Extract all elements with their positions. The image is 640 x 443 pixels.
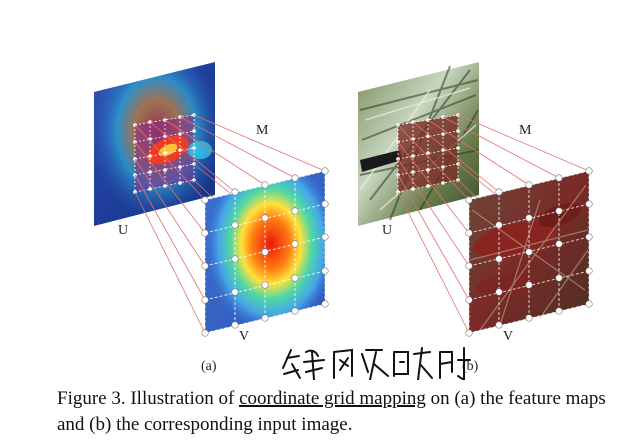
panel-b: M U V (b)	[358, 62, 593, 374]
input-image-v	[465, 167, 593, 337]
figure-canvas: M U V (a)	[94, 62, 593, 380]
handwritten-note	[282, 347, 471, 380]
label-v-a: V	[239, 329, 249, 344]
caption-highlight: coordinate grid mapping	[239, 388, 426, 409]
label-u-a: U	[118, 223, 128, 238]
feature-map-u	[94, 62, 215, 226]
label-m-b: M	[519, 123, 532, 138]
caption-suffix: on (a) the feature maps and (b) the corr…	[57, 388, 606, 435]
input-image-u	[358, 62, 479, 226]
panel-b-label: (b)	[462, 359, 479, 374]
label-u-b: U	[382, 223, 392, 238]
label-m-a: M	[256, 123, 269, 138]
panel-a-label: (a)	[201, 359, 217, 374]
figure-caption: Figure 3. Illustration of coordinate gri…	[57, 386, 637, 438]
feature-map-v	[201, 167, 329, 337]
caption-prefix: Figure 3. Illustration of	[57, 388, 240, 409]
label-v-b: V	[503, 329, 513, 344]
panel-a: M U V (a)	[94, 62, 329, 374]
